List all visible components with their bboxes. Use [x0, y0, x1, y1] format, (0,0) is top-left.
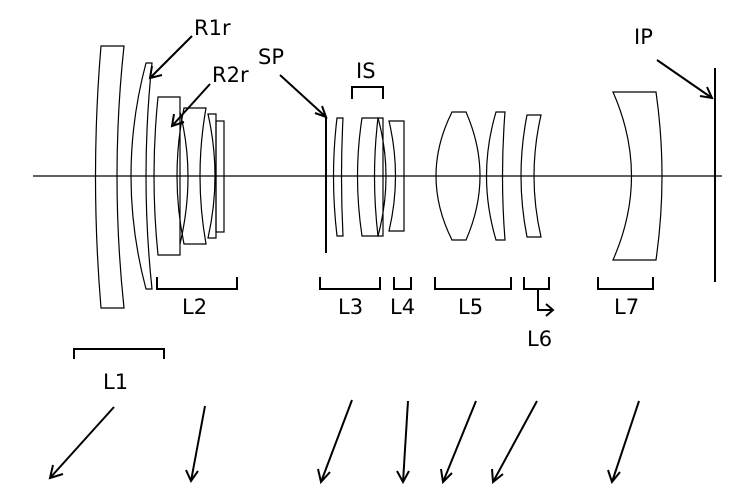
l6-pointer — [537, 289, 553, 311]
lens-l6-element — [520, 114, 542, 238]
l6-arrowhead — [545, 303, 555, 317]
lens-group-l3 — [332, 117, 387, 237]
l2-bracket — [156, 277, 238, 290]
lens-group-l5 — [435, 111, 506, 241]
ip-arrowhead — [699, 86, 714, 100]
lens-l2-element-4 — [207, 113, 217, 239]
sp-arrowhead — [314, 105, 328, 119]
lens-l5-element-1 — [435, 111, 481, 241]
label-l5: L5 — [458, 295, 483, 319]
bottom-arrow-6-head — [491, 468, 504, 484]
bottom-arrow-1 — [49, 406, 115, 479]
label-r1r: R1r — [194, 16, 231, 40]
label-l7: L7 — [614, 295, 639, 319]
bottom-arrow-5 — [442, 400, 477, 483]
label-l4: L4 — [390, 295, 415, 319]
bottom-arrow-2 — [190, 405, 206, 482]
lens-l3-element-2 — [356, 117, 379, 237]
bottom-arrow-4 — [402, 400, 409, 483]
lens-group-l1 — [94, 45, 153, 309]
r1r-arrowhead — [148, 65, 163, 80]
lens-l2-element-5 — [215, 120, 225, 233]
lens-l7-element — [612, 91, 663, 261]
l5-bracket — [434, 277, 512, 290]
is-bracket — [351, 86, 384, 99]
bottom-arrow-4-head — [396, 470, 410, 485]
bottom-arrow-5-head — [440, 468, 453, 485]
sp-pointer — [279, 74, 327, 118]
lens-l3-element-1 — [332, 117, 344, 237]
label-l6: L6 — [527, 327, 552, 351]
label-l2: L2 — [182, 295, 207, 319]
l3-bracket — [319, 277, 381, 290]
bottom-arrow-6 — [492, 400, 538, 483]
bottom-arrow-7 — [611, 400, 640, 483]
l4-bracket — [393, 277, 412, 290]
bottom-arrow-3-head — [317, 468, 331, 485]
r1r-pointer — [149, 35, 193, 79]
lens-l2-element-3 — [176, 107, 207, 245]
lens-l4-element — [388, 120, 405, 232]
l1-bracket — [73, 348, 165, 359]
label-l1: L1 — [103, 370, 128, 394]
r2r-arrowhead — [170, 113, 185, 128]
r2r-pointer — [171, 83, 211, 127]
label-l3: L3 — [338, 295, 363, 319]
l6-bracket — [523, 277, 550, 290]
bottom-arrow-7-head — [607, 469, 621, 485]
bottom-arrow-2-head — [185, 469, 199, 484]
lens-l2-element-1 — [153, 96, 181, 256]
lens-l1-element-1 — [94, 45, 125, 309]
lens-l5-element-2 — [485, 111, 506, 241]
bottom-arrow-3 — [320, 399, 353, 483]
lens-l3-element-3 — [377, 117, 387, 237]
lens-group-l2 — [153, 96, 225, 256]
bottom-arrow-1-head — [48, 464, 64, 480]
l7-bracket — [597, 277, 654, 290]
label-is: IS — [356, 59, 376, 83]
ip-pointer — [656, 59, 713, 99]
label-ip: IP — [634, 25, 653, 49]
label-sp: SP — [258, 45, 284, 69]
label-r2r: R2r — [212, 63, 249, 87]
lens-l2-element-2 — [179, 111, 189, 245]
lens-l1-element-2 — [130, 62, 153, 290]
